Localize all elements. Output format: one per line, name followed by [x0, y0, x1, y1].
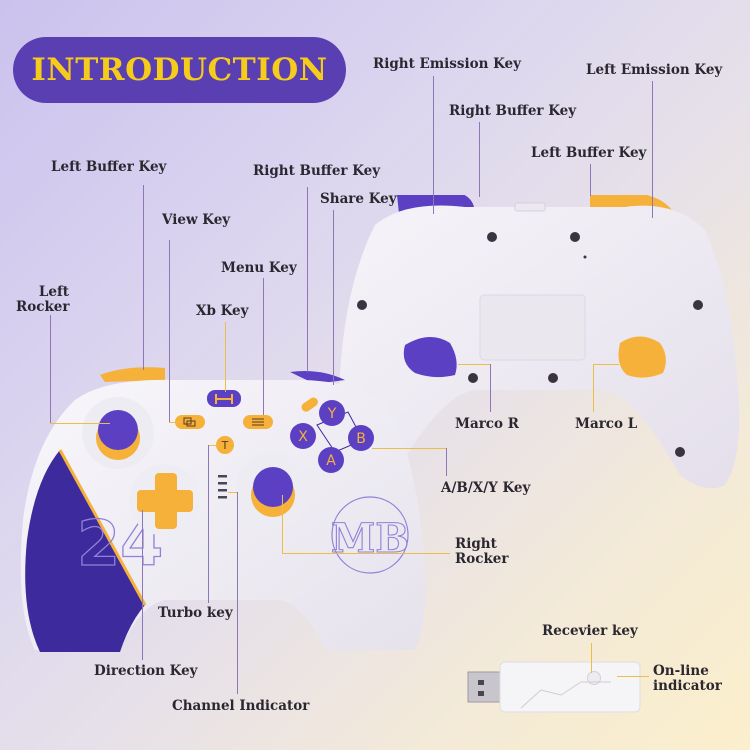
label-online-indicator: On-line indicator [653, 664, 722, 694]
face-button-b: B [356, 431, 366, 447]
controller-front-view: 24 T Y X B A MB [20, 367, 426, 652]
label-direction-key: Direction Key [94, 663, 198, 679]
leader-left-buffer-key-back [590, 164, 592, 196]
leader-receiver-key [591, 643, 593, 673]
label-share-key: Share Key [320, 191, 397, 207]
label-right-rocker-line2: Rocker [455, 551, 509, 567]
leader-direction-key [142, 510, 144, 660]
leader-xb-key [225, 322, 227, 392]
turbo-glyph: T [221, 439, 229, 452]
leader-right-emission-key [433, 76, 435, 214]
label-left-rocker-line1: Left [38, 284, 69, 300]
leader-right-rocker-v [282, 495, 284, 553]
label-left-buffer-key-front: Left Buffer Key [51, 159, 167, 175]
leader-abxy-key-v [446, 448, 448, 476]
label-marco-r: Marco R [455, 416, 519, 432]
leader-menu-key [263, 278, 265, 415]
label-menu-key: Menu Key [221, 260, 297, 276]
leader-marco-r-v [490, 364, 492, 412]
label-right-rocker: Right Rocker [455, 537, 509, 567]
label-right-buffer-key-back: Right Buffer Key [449, 103, 577, 119]
face-button-x: X [298, 429, 308, 445]
leader-marco-l-v [593, 364, 595, 412]
label-receiver-key: Recevier key [542, 623, 638, 639]
leader-marco-l-h [593, 364, 619, 366]
label-abxy-key: A/B/X/Y Key [441, 480, 531, 496]
title-banner: INTRODUCTION [13, 37, 346, 103]
label-left-rocker: Left Rocker [16, 284, 70, 315]
usb-receiver [467, 661, 641, 713]
label-turbo-key: Turbo key [158, 605, 233, 621]
label-left-rocker-line2: Rocker [16, 299, 70, 315]
leader-share-key [333, 210, 335, 385]
leader-marco-r-h [458, 364, 490, 366]
label-online-indicator-line2: indicator [653, 678, 722, 694]
label-right-emission-key: Right Emission Key [373, 56, 521, 72]
label-right-rocker-line1: Right [455, 536, 497, 552]
label-left-buffer-key-back: Left Buffer Key [531, 145, 647, 161]
leader-right-rocker-h [282, 553, 450, 555]
label-view-key: View Key [162, 212, 231, 228]
leader-right-buffer-key-back [479, 122, 481, 197]
label-marco-l: Marco L [575, 416, 638, 432]
leader-left-rocker-v [50, 315, 52, 423]
leader-left-rocker-h [50, 423, 110, 425]
leader-turbo-key-h [208, 445, 218, 447]
leader-abxy-key-h [372, 448, 446, 450]
leader-right-buffer-key-front [307, 187, 309, 372]
leader-left-buffer-key-front [143, 185, 145, 370]
label-channel-indicator: Channel Indicator [172, 698, 310, 714]
leader-online-indicator [617, 676, 649, 678]
label-xb-key: Xb Key [196, 303, 249, 319]
label-right-buffer-key-front: Right Buffer Key [253, 163, 381, 179]
label-online-indicator-line1: On-line [653, 663, 709, 679]
leader-turbo-key-v [208, 445, 210, 603]
leader-view-key-v [169, 240, 171, 422]
face-button-a: A [326, 453, 336, 469]
leader-channel-indicator-v [237, 492, 239, 694]
label-left-emission-key: Left Emission Key [586, 62, 723, 78]
leader-view-key-h [169, 422, 181, 424]
page-title: INTRODUCTION [31, 52, 328, 88]
leader-left-emission-key [652, 81, 654, 218]
face-button-y: Y [327, 406, 337, 422]
leader-channel-indicator-h [228, 492, 238, 494]
logo-text: MB [331, 515, 409, 562]
controller-back-view [339, 195, 740, 489]
